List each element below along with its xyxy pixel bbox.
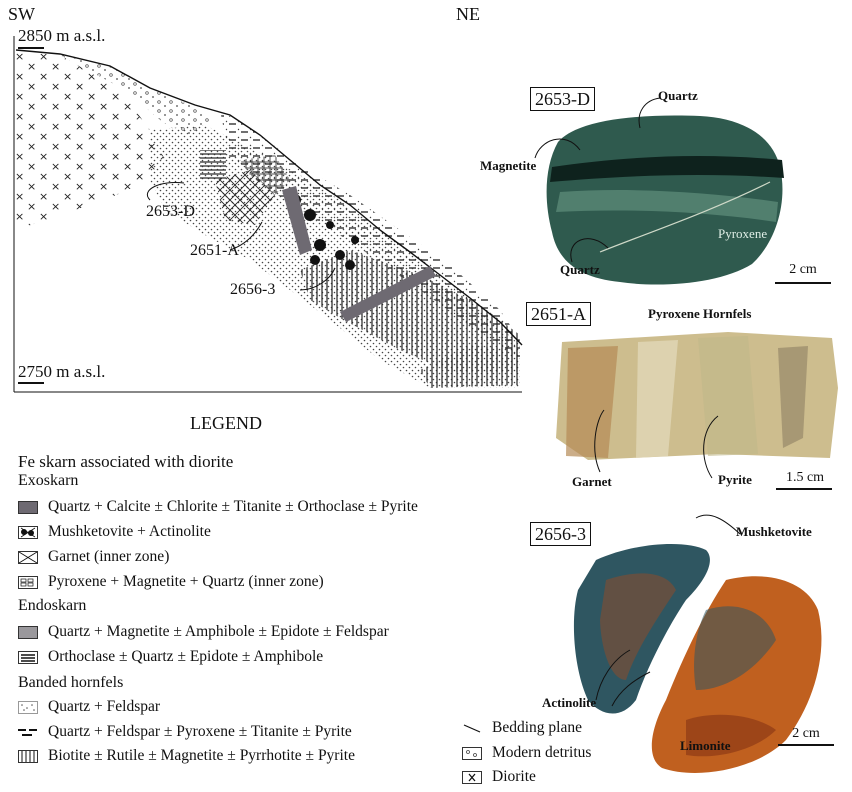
leaders-2656-3 [0,0,852,760]
swatch-detritus [462,747,482,760]
legend-item-mushketovite: Mushketovite + Actinolite [18,522,211,542]
swatch-dashed-hornfels [18,726,38,739]
legend-exoskarn-title: Exoskarn [18,472,78,490]
legend-hornfels-title: Banded hornfels [18,674,123,692]
swatch-pyroxene [18,576,38,589]
legend-item-qz-calcite: Quartz + Calcite ± Chlorite ± Titanite ±… [18,497,418,517]
legend-endoskarn-title: Endoskarn [18,597,86,615]
legend-item-orthoclase: Orthoclase ± Quartz ± Epidote ± Amphibol… [18,647,323,667]
swatch-diorite [462,771,482,784]
swatch-orthoclase [18,651,38,664]
legend-group-title: Fe skarn associated with diorite [18,452,233,472]
swatch-garnet [18,551,38,564]
legend-item-qz-feldspar-pyroxene: Quartz + Feldspar ± Pyroxene ± Titanite … [18,722,352,742]
legend-item-pyroxene: Pyroxene + Magnetite + Quartz (inner zon… [18,572,324,592]
swatch-biotite [18,750,38,763]
legend-item-biotite: Biotite ± Rutile ± Magnetite ± Pyrrhotit… [18,746,355,766]
swatch-bedding [462,722,482,735]
scale-bar-2656-3 [778,744,834,746]
swatch-vein [18,501,38,514]
legend-item-detritus: Modern detritus [462,743,591,763]
swatch-qz-feldspar [18,701,38,714]
swatch-mushketovite [18,526,38,539]
legend-item-qz-magnetite: Quartz + Magnetite ± Amphibole ± Epidote… [18,622,389,642]
scale-label-2656-3: 2 cm [778,726,834,742]
legend-item-bedding: Bedding plane [462,718,582,738]
swatch-endoskarn-qz [18,626,38,639]
legend-item-diorite: Diorite [462,767,536,787]
legend-item-garnet: Garnet (inner zone) [18,547,169,567]
legend-title: LEGEND [190,413,262,434]
legend-item-qz-feldspar: Quartz + Feldspar [18,697,160,717]
